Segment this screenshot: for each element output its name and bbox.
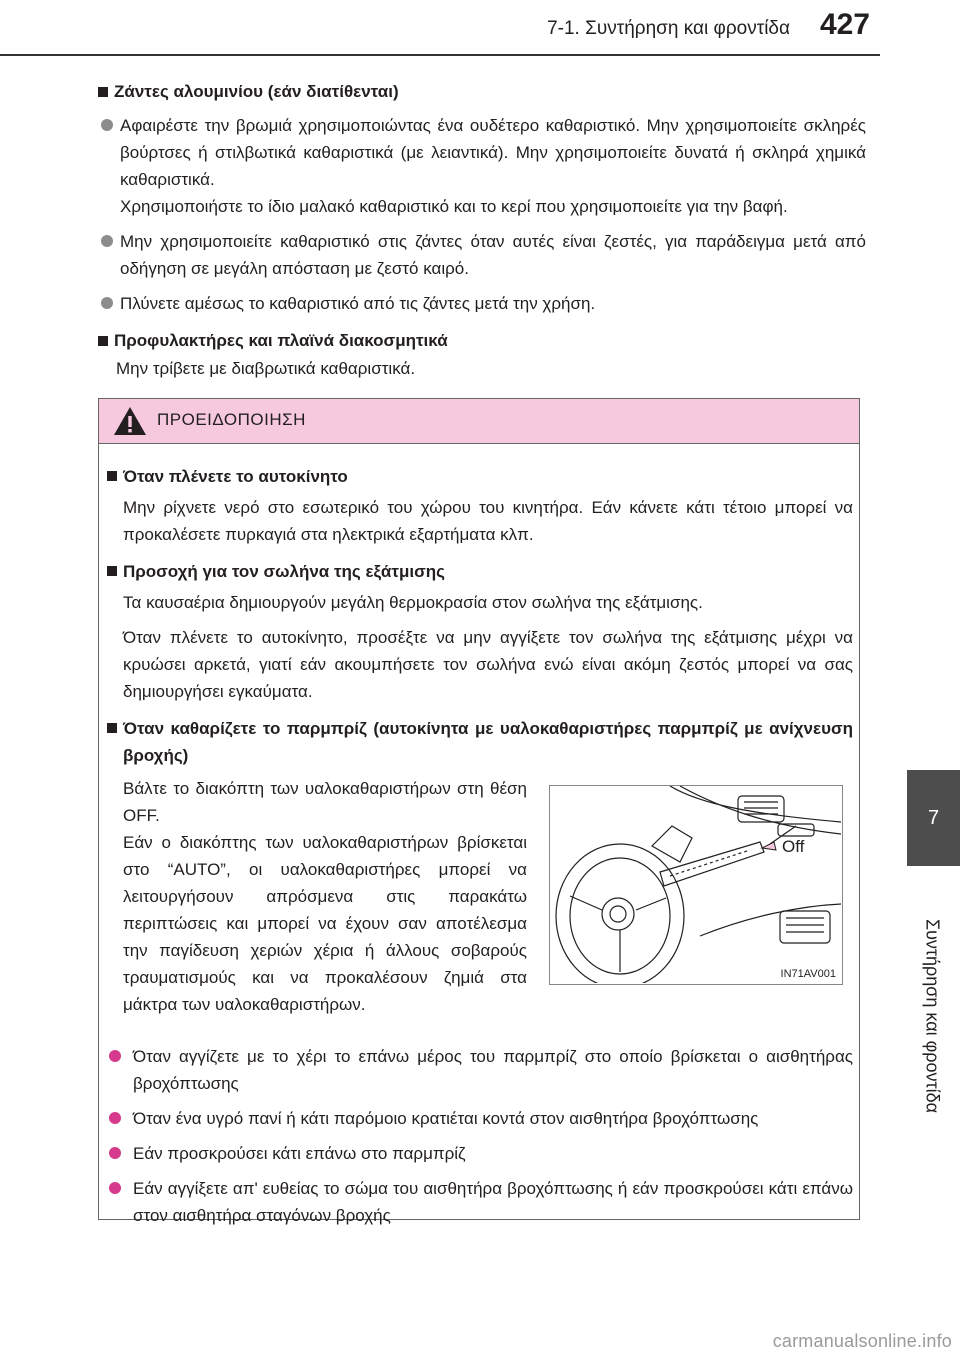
list-item: Αφαιρέστε την βρωμιά χρησιμοποιώντας ένα… [98,112,866,220]
windshield-section: Βάλτε το διακόπτη των υαλοκαθαριστήρων σ… [105,775,853,1035]
warning-title: ΠΡΟΕΙΔΟΠΟΙΗΣΗ [157,410,306,429]
chapter-tab-label: Συντήρηση και φροντίδα [922,918,943,1114]
warning-header: ΠΡΟΕΙΔΟΠΟΙΗΣΗ [99,399,859,444]
windshield-text: Βάλτε το διακόπτη των υαλοκαθαριστήρων σ… [123,779,527,1014]
list-item: Όταν αγγίζετε με το χέρι το επάνω μέρος … [105,1043,853,1097]
list-item: Πλύνετε αμέσως το καθαριστικό από τις ζά… [98,290,866,317]
warning-body: Όταν πλένετε το αυτοκίνητο Μην ρίχνετε ν… [105,455,853,1229]
warning-box: ΠΡΟΕΙΔΟΠΟΙΗΣΗ Όταν πλένετε το αυτοκίνητο… [98,398,860,1225]
list-item: Εάν προσκρούσει κάτι επάνω στο παρμπρίζ [105,1140,853,1167]
header-divider [0,54,880,56]
bumpers-text: Μην τρίβετε με διαβρωτικά καθαριστικά. [116,359,416,378]
list-item: Όταν ένα υγρό πανί ή κάτι παρόμοιο κρατι… [105,1105,853,1132]
watermark: carmanualsonline.info [772,1331,952,1351]
exhaust-heading: Προσοχή για τον σωλήνα της εξάτμισης [105,558,853,585]
exhaust-text-1: Τα καυσαέρια δημιουργούν μεγάλη θερμοκρα… [123,593,703,612]
washing-heading: Όταν πλένετε το αυτοκίνητο [105,463,853,490]
exhaust-text-2: Όταν πλένετε το αυτοκίνητο, προσέξτε να … [123,628,853,701]
wiper-switch-illustration [555,785,842,989]
windshield-heading: Όταν καθαρίζετε το παρμπρίζ (αυτοκίνητα … [105,715,853,769]
bumpers-heading: Προφυλακτήρες και πλαϊνά διακοσμητικά [96,329,866,353]
off-label: Off [782,837,805,856]
chapter-tab: 7 [907,770,960,866]
list-item: Εάν αγγίξετε απ' ευθείας το σώμα του αισ… [105,1175,853,1229]
main-content: Ζάντες αλουμινίου (εάν διατίθενται) Αφαι… [96,70,866,382]
alloy-wheels-heading: Ζάντες αλουμινίου (εάν διατίθενται) [96,80,866,104]
warning-icon [114,407,146,435]
section-title: 7-1. Συντήρηση και φροντίδα [547,18,790,39]
washing-text: Μην ρίχνετε νερό στο εσωτερικό του χώρου… [123,498,853,544]
figure-code: IN71AV001 [780,968,836,980]
list-item: Μην χρησιμοποιείτε καθαριστικό στις ζάντ… [98,228,866,282]
wiper-switch-figure: Off IN71AV001 [549,785,843,989]
page-number: 427 [819,8,870,41]
